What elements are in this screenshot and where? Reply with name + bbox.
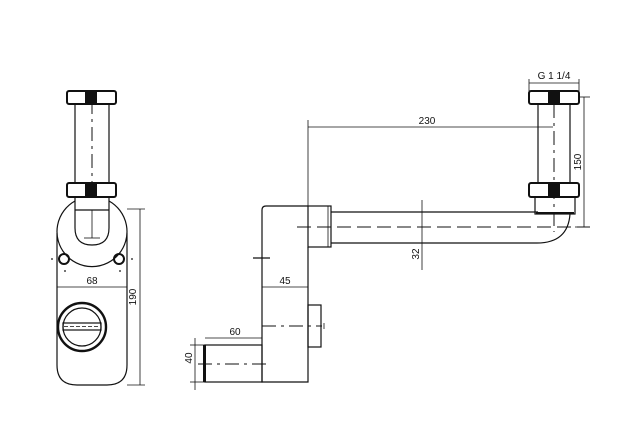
screw-right-icon (113, 253, 125, 265)
side-top-nut (528, 90, 580, 105)
side-lower-nut (528, 182, 580, 198)
body-depth-label: 45 (279, 276, 291, 287)
outlet-length-label: 60 (229, 327, 241, 338)
front-view: 68 190 (51, 90, 145, 386)
screw-left-icon (58, 253, 70, 265)
thread-label: G 1 1/4 (538, 71, 571, 82)
vertical-tailpiece (74, 103, 110, 184)
trap-body-side (261, 205, 309, 383)
lower-nut (66, 182, 117, 198)
horizontal-pipe (331, 211, 571, 244)
front-height-label: 190 (128, 288, 139, 305)
side-height-label: 150 (573, 153, 584, 170)
side-view: G 1 1/4 150 230 32 45 60 (184, 71, 590, 390)
pipe-collar (307, 205, 332, 248)
front-width-label: 68 (86, 276, 98, 287)
outlet-diameter-label: 40 (184, 352, 195, 364)
drain-knob (56, 301, 108, 353)
length-label: 230 (419, 116, 436, 127)
trap-body (56, 200, 128, 386)
pipe-diameter-label: 32 (411, 248, 422, 260)
